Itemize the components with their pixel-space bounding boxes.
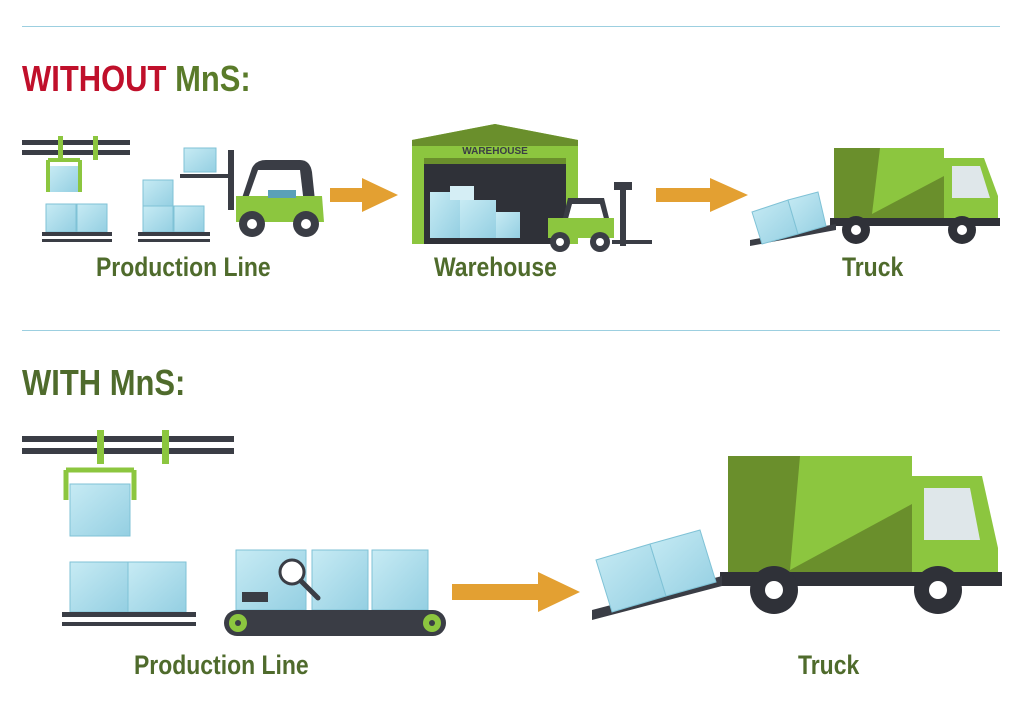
pallet-icon xyxy=(138,179,210,242)
warehouse-sign: WAREHOUSE xyxy=(462,146,528,157)
warehouse-icon: WAREHOUSE xyxy=(412,124,578,244)
without-heading: WITHOUT MnS: xyxy=(22,58,251,100)
conveyor-rail-icon xyxy=(22,136,130,160)
without-heading-red: WITHOUT xyxy=(22,58,167,99)
label-truck-without: Truck xyxy=(842,252,904,282)
top-divider xyxy=(22,26,1000,27)
gripper-icon xyxy=(63,467,137,537)
magnifier-icon xyxy=(278,558,321,601)
arrow-icon xyxy=(452,572,580,612)
gripper-icon xyxy=(46,158,82,192)
conveyor-belt-icon xyxy=(224,549,446,636)
with-heading: WITH MnS: xyxy=(22,362,186,403)
truck-icon xyxy=(592,456,1002,620)
label-production-line-with: Production Line xyxy=(134,650,309,680)
without-heading-green: MnS: xyxy=(175,58,251,99)
conveyor-rail-icon xyxy=(22,430,234,464)
label-production-line-without: Production Line xyxy=(96,252,271,282)
pallet-icon xyxy=(42,203,112,242)
pallet-icon xyxy=(62,561,196,626)
truck-icon xyxy=(750,148,1000,246)
arrow-icon xyxy=(330,178,398,212)
forklift-icon xyxy=(180,147,324,237)
arrow-icon xyxy=(656,178,748,212)
label-warehouse: Warehouse xyxy=(434,252,557,282)
forklift-icon xyxy=(548,182,652,252)
middle-divider xyxy=(22,330,1000,331)
label-truck-with: Truck xyxy=(798,650,860,680)
